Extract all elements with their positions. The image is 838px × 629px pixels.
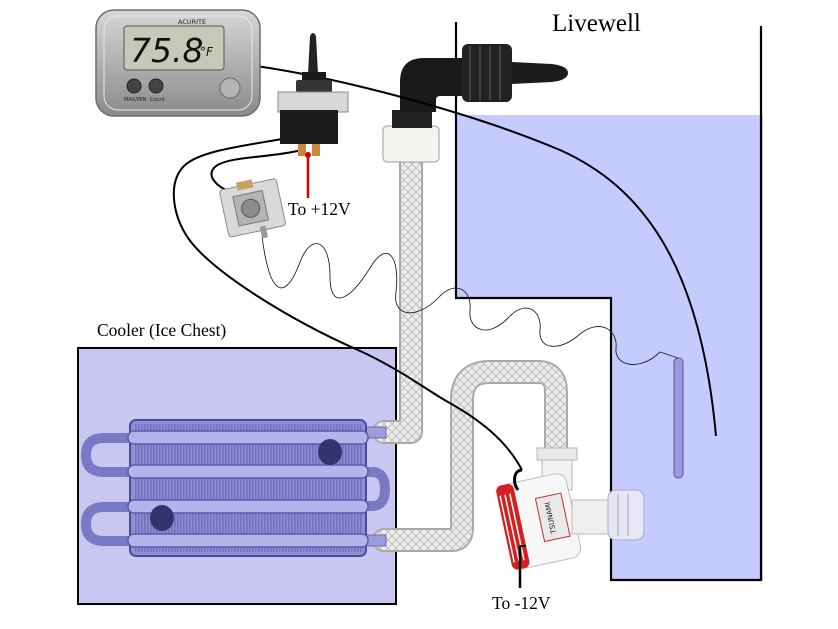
- toggle-switch: [277, 33, 349, 158]
- max-min-label: MAX/MIN: [124, 97, 147, 103]
- livewell-label: Livewell: [552, 10, 641, 37]
- thermometer-probe-wire: [255, 65, 717, 437]
- bilge-pump: TSUNAMI: [496, 447, 645, 570]
- drain-elbow-fitting: [382, 44, 568, 163]
- wiring: [172, 65, 717, 588]
- thermometer-reading: 75.8: [130, 31, 203, 70]
- digital-thermometer: ACURITE 75.8 °F MAX/MIN Count: [95, 9, 261, 117]
- transmission-cooler-coil: [80, 419, 391, 557]
- count-button: [148, 78, 164, 94]
- vinyl-tubing: [372, 148, 568, 552]
- thermometer-unit: °F: [200, 45, 214, 59]
- switch-to-pump-wire: [172, 137, 523, 471]
- count-label: Count: [150, 97, 165, 103]
- livewell-water: [456, 115, 763, 580]
- temperature-probe: [673, 357, 684, 479]
- max-min-button: [126, 78, 142, 94]
- livewell: Livewell: [454, 10, 763, 582]
- minus-12v-label: To -12V: [492, 593, 551, 613]
- light-button: [219, 77, 241, 99]
- thermometer-screen: [123, 25, 225, 71]
- thermostat: [219, 178, 286, 239]
- livewell-walls: [454, 22, 763, 582]
- thermostat-wire: [210, 149, 303, 191]
- sensor-wire: [261, 235, 679, 365]
- cooler-label: Cooler (Ice Chest): [97, 320, 226, 340]
- plus-12v-label: To +12V: [288, 199, 351, 219]
- thermometer-brand: ACURITE: [178, 18, 206, 26]
